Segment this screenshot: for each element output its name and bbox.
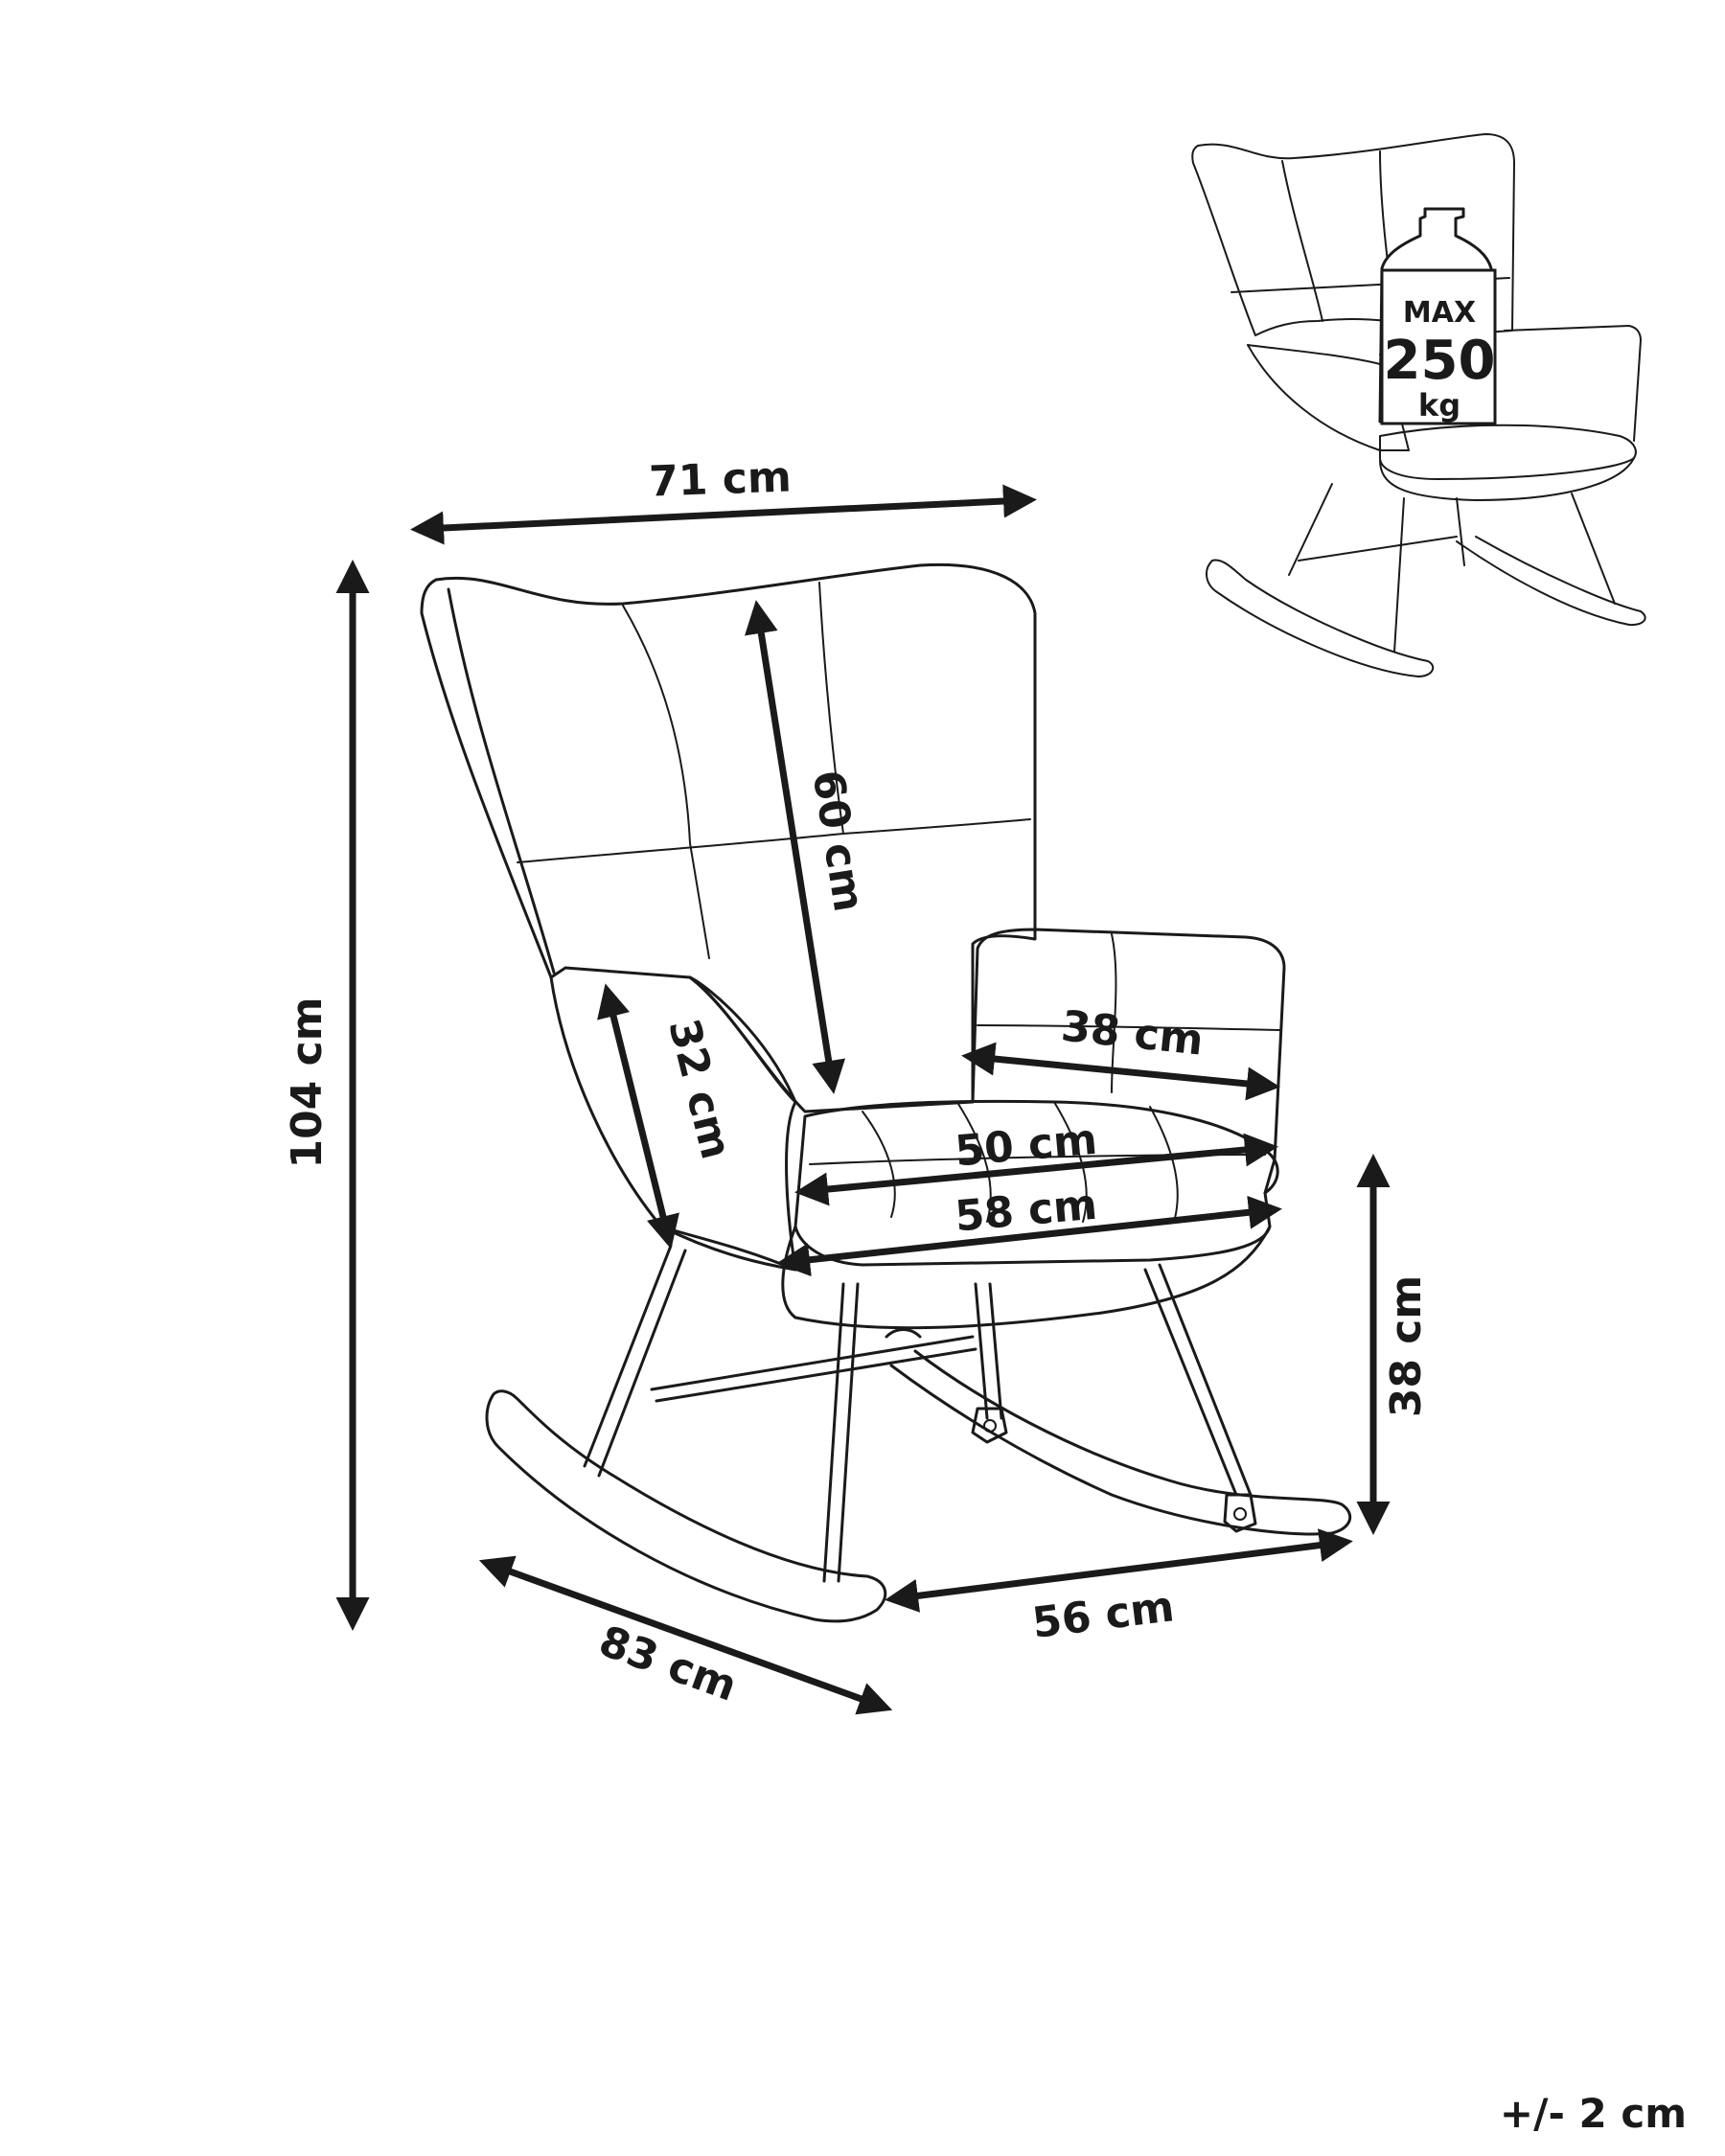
label-armrest-depth: 38 cm: [1059, 1001, 1206, 1065]
label-seat-height: 38 cm: [1382, 1275, 1431, 1417]
arrow-seat-depth: [776, 1195, 1282, 1277]
arrow-backrest-height: [744, 600, 846, 1094]
label-armrest-height: 32 cm: [658, 1014, 740, 1163]
weight-badge-value: 250: [1384, 330, 1496, 392]
main-chair-drawing: [420, 562, 1352, 1623]
label-overall-width: 71 cm: [648, 452, 792, 506]
arrow-armrest-depth: [961, 1042, 1280, 1101]
tolerance-note: +/- 2 cm: [1499, 2090, 1687, 2137]
weight-badge-unit: kg: [1418, 387, 1460, 424]
arrow-base-depth: [885, 1528, 1353, 1613]
arrow-overall-depth: [478, 1555, 893, 1715]
label-backrest-height: 60 cm: [803, 767, 874, 915]
weight-capacity-illustration: MAX 250 kg: [1191, 133, 1646, 677]
weight-badge: MAX 250 kg: [1378, 207, 1497, 425]
dimension-lines: [335, 484, 1391, 1715]
weight-badge-label: MAX: [1403, 296, 1476, 330]
arrow-armrest-height: [597, 983, 679, 1250]
arrow-seat-width: [794, 1133, 1278, 1206]
arrow-overall-width: [410, 484, 1037, 545]
label-base-depth: 56 cm: [1029, 1582, 1177, 1648]
label-overall-height: 104 cm: [283, 997, 332, 1168]
